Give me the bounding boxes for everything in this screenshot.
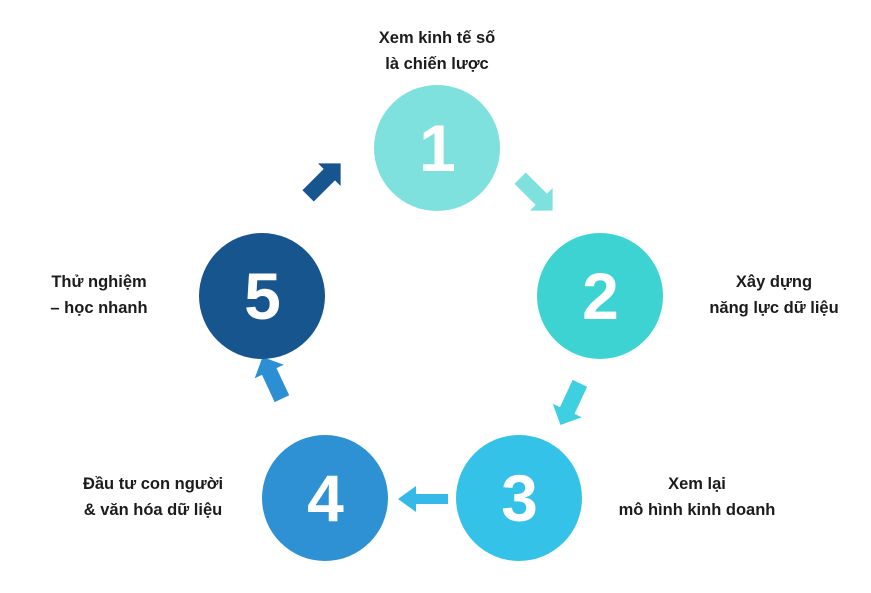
- cycle-node-4[interactable]: 4: [262, 435, 388, 561]
- cycle-caption-1-line-1: Xem kinh tế số: [378, 29, 496, 47]
- cycle-caption-2: Xây dựng năng lực dữ liệu: [684, 270, 864, 321]
- cycle-caption-4-line-2: & văn hóa dữ liệu: [83, 500, 223, 519]
- cycle-caption-1-line-2: là chiến lược: [385, 54, 489, 73]
- cycle-caption-5-line-1: Thử nghiệm: [51, 273, 147, 291]
- cycle-caption-3-line-2: mô hình kinh doanh: [618, 500, 776, 519]
- cycle-caption-5: Thử nghiệm – học nhanh: [14, 270, 184, 321]
- cycle-node-1[interactable]: 1: [374, 85, 500, 211]
- cycle-node-3[interactable]: 3: [456, 435, 582, 561]
- cycle-caption-3: Xem lại mô hình kinh doanh: [588, 472, 806, 523]
- cycle-caption-4-line-1: Đầu tư con người: [82, 475, 224, 493]
- cycle-node-2[interactable]: 2: [537, 233, 663, 359]
- cycle-caption-1: Xem kinh tế số là chiến lược: [337, 26, 537, 77]
- cycle-caption-4: Đầu tư con người & văn hóa dữ liệu: [52, 472, 254, 523]
- cycle-caption-5-line-2: – học nhanh: [50, 298, 148, 317]
- cycle-caption-2-line-1: Xây dựng: [735, 273, 813, 291]
- cycle-node-2-number: 2: [582, 259, 619, 333]
- cycle-caption-3-line-1: Xem lại: [668, 475, 726, 493]
- cycle-node-1-number: 1: [419, 111, 456, 185]
- cycle-node-5-number: 5: [244, 259, 281, 333]
- cycle-caption-2-line-2: năng lực dữ liệu: [709, 298, 839, 317]
- cycle-node-3-number: 3: [501, 461, 538, 535]
- cycle-node-5[interactable]: 5: [199, 233, 325, 359]
- cycle-node-4-number: 4: [307, 461, 344, 535]
